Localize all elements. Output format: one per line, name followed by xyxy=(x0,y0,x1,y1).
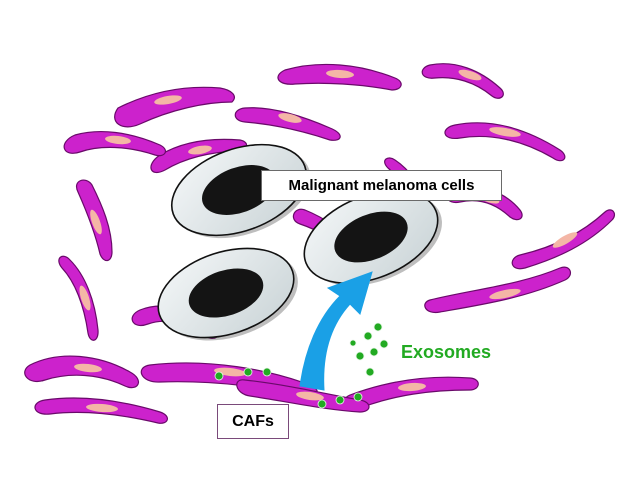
caf-nucleus xyxy=(552,232,578,248)
caf-cell xyxy=(511,209,616,270)
caf-cell xyxy=(24,355,140,389)
caf-body xyxy=(444,122,566,162)
caf-cell xyxy=(424,266,572,314)
caf-nucleus xyxy=(326,69,354,79)
caf-body xyxy=(511,209,616,270)
exosome-transfer-arrow xyxy=(299,271,373,391)
exosome-dot xyxy=(335,395,345,405)
caf-nucleus xyxy=(458,69,482,81)
caf-nucleus xyxy=(188,145,212,155)
exosome-dot xyxy=(214,371,224,381)
caf-nucleus xyxy=(398,382,426,392)
caf-cell xyxy=(234,107,341,141)
exosome-dot xyxy=(373,322,383,332)
caf-nucleus xyxy=(278,113,302,123)
caf-nucleus xyxy=(489,127,521,137)
exosome-dot xyxy=(317,399,327,409)
caf-nucleus xyxy=(296,391,324,401)
caf-nucleus xyxy=(154,95,182,105)
arrow-shape xyxy=(299,271,373,391)
caf-cell xyxy=(34,397,168,424)
caf-cell xyxy=(114,86,235,128)
caf-body xyxy=(114,86,235,128)
cell-nucleus xyxy=(202,165,276,215)
caf-body xyxy=(234,107,341,141)
cell-nucleus xyxy=(188,268,264,318)
caf-nucleus xyxy=(79,285,91,311)
caf-body xyxy=(424,266,572,314)
exosome-dot xyxy=(369,347,379,357)
exosome-dot xyxy=(262,367,272,377)
caf-body xyxy=(421,63,504,99)
cafs-label: CAFs xyxy=(217,404,289,439)
exosome-dot xyxy=(349,339,357,347)
caf-body xyxy=(24,355,140,389)
caf-cell xyxy=(63,131,167,157)
caf-nucleus xyxy=(105,135,131,145)
exosome-dot xyxy=(363,331,373,341)
caf-cell xyxy=(444,122,566,162)
exosome-dot xyxy=(243,367,253,377)
caf-nucleus xyxy=(74,363,102,373)
melanoma-cell xyxy=(303,190,442,286)
exosome-dot xyxy=(355,351,365,361)
caf-body xyxy=(63,131,167,157)
cell-nucleus xyxy=(334,211,408,263)
exosome-dot xyxy=(353,392,363,402)
caf-cell xyxy=(277,63,402,91)
caf-cell xyxy=(58,255,99,341)
exosomes-label: Exosomes xyxy=(401,342,492,362)
exosomes-layer xyxy=(214,322,389,409)
caf-cell xyxy=(76,179,113,262)
caf-nucleus xyxy=(489,288,521,300)
caf-nucleus xyxy=(90,209,102,235)
caf-body xyxy=(58,255,99,341)
melanoma-cells-layer xyxy=(157,143,442,341)
melanoma-cell xyxy=(157,247,298,341)
exosome-dot xyxy=(365,367,375,377)
melanoma-cells-label: Malignant melanoma cells xyxy=(261,170,502,201)
caf-cell xyxy=(236,379,370,413)
exosome-dot xyxy=(379,339,389,349)
caf-cell xyxy=(421,63,504,99)
caf-nucleus xyxy=(86,403,118,413)
